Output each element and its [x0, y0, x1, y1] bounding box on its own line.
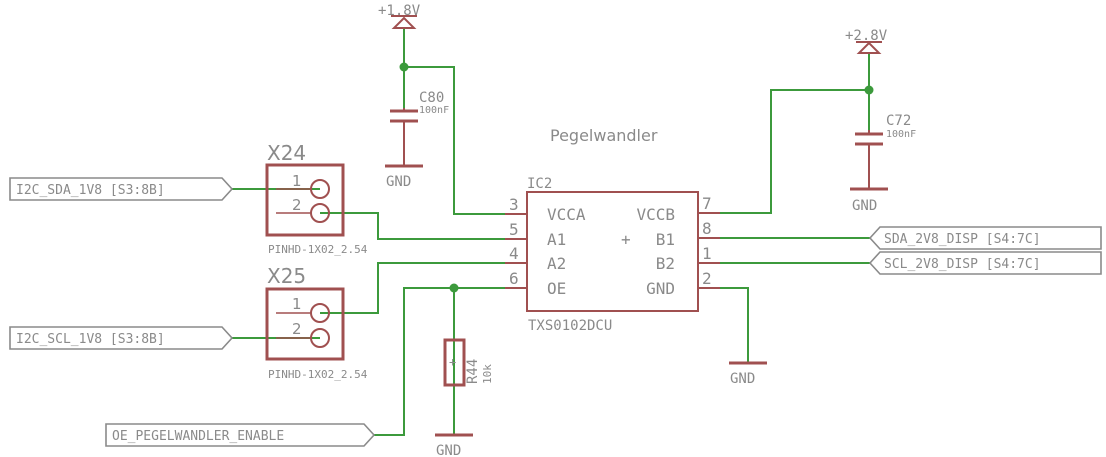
c80-value: 100nF: [419, 105, 449, 116]
ic-pin-num-1: 1: [702, 244, 712, 263]
capacitor-c72: C72 100nF: [855, 113, 916, 189]
svg-text:SCL_2V8_DISP [S4:7C]: SCL_2V8_DISP [S4:7C]: [884, 257, 1041, 272]
net-label-sda-2v8: SDA_2V8_DISP [S4:7C]: [868, 226, 1102, 250]
header-x24: X24 1 2 PINHD-1X02_2.54: [265, 141, 368, 256]
x24-pin1: 1: [292, 172, 302, 190]
gnd-symbol-c80: GND: [385, 164, 423, 190]
gnd-label-ic: GND: [730, 371, 755, 387]
svg-text:I2C_SDA_1V8 [S3:8B]: I2C_SDA_1V8 [S3:8B]: [16, 183, 165, 198]
svg-text:+: +: [449, 355, 456, 369]
header-x25: X25 1 2 PINHD-1X02_2.54: [265, 264, 368, 381]
sheet-title: Pegelwandler: [550, 126, 658, 145]
x24-pin2: 2: [292, 196, 302, 214]
ic-pin-label-a2: A2: [547, 254, 566, 273]
capacitor-c80: C80 100nF: [390, 90, 449, 165]
ic-txs0102: IC2 TXS0102DCU + 3 5 4 6 VCCA A1 A2 OE 7…: [505, 176, 720, 334]
wire-ic-gnd: [698, 287, 749, 362]
gnd-symbol-ic: GND: [729, 361, 767, 387]
ic-pin-label-oe: OE: [547, 279, 566, 298]
ic-pin-label-vccb: VCCB: [636, 205, 675, 224]
resistor-r44: + R44 10k: [443, 338, 494, 387]
ic-ref: IC2: [527, 176, 552, 192]
ic-pin-num-5: 5: [509, 220, 519, 239]
junction-v18: [399, 62, 409, 72]
x24-name: X24: [267, 141, 306, 165]
svg-text:OE_PEGELWANDLER_ENABLE: OE_PEGELWANDLER_ENABLE: [112, 429, 284, 444]
net-label-oe: OE_PEGELWANDLER_ENABLE: [105, 423, 376, 447]
r44-name: R44: [465, 359, 481, 384]
wire-vcca: [403, 28, 527, 215]
ic-pin-label-b1: B1: [656, 230, 675, 249]
ic-pin-num-2: 2: [702, 269, 712, 288]
x25-name: X25: [267, 264, 306, 288]
supply-2v8: +2.8V: [845, 28, 888, 54]
supply-1v8-label: +1.8V: [378, 3, 421, 19]
supply-1v8: +1.8V: [378, 3, 421, 29]
wire-x24-a1: [320, 212, 527, 240]
ic-pin-num-7: 7: [702, 194, 712, 213]
gnd-label-c72: GND: [852, 198, 877, 214]
net-label-scl-2v8: SCL_2V8_DISP [S4:7C]: [868, 251, 1102, 275]
junction-oe: [449, 283, 459, 293]
ic-pin-num-6: 6: [509, 269, 519, 288]
net-label-scl-1v8: I2C_SCL_1V8 [S3:8B]: [9, 326, 234, 350]
ic-pin-label-gnd: GND: [646, 279, 675, 298]
c72-value: 100nF: [886, 129, 916, 140]
c80-name: C80: [419, 90, 444, 106]
x25-pin1: 1: [292, 295, 302, 313]
junction-v28: [864, 85, 874, 95]
ic-pin-label-b2: B2: [656, 254, 675, 273]
svg-text:SDA_2V8_DISP [S4:7C]: SDA_2V8_DISP [S4:7C]: [884, 232, 1041, 247]
r44-value: 10k: [481, 364, 494, 384]
gnd-label-c80: GND: [386, 174, 411, 190]
x24-package: PINHD-1X02_2.54: [268, 243, 368, 256]
wire-x25-a2: [320, 262, 527, 314]
x25-package: PINHD-1X02_2.54: [268, 368, 368, 381]
supply-2v8-label: +2.8V: [845, 28, 888, 44]
wire-oe: [374, 287, 527, 436]
x25-pin2: 2: [292, 320, 302, 338]
ic-plus: +: [621, 230, 631, 249]
gnd-symbol-c72: GND: [850, 187, 888, 214]
ic-pin-num-4: 4: [509, 244, 519, 263]
svg-text:I2C_SCL_1V8 [S3:8B]: I2C_SCL_1V8 [S3:8B]: [16, 332, 165, 347]
net-label-sda-1v8: I2C_SDA_1V8 [S3:8B]: [9, 177, 234, 201]
ic-part: TXS0102DCU: [528, 318, 612, 334]
ic-pin-label-vcca: VCCA: [547, 205, 586, 224]
gnd-symbol-r44: GND: [435, 433, 473, 457]
ic-pin-num-3: 3: [509, 195, 519, 214]
gnd-label-r44: GND: [436, 443, 461, 457]
c72-name: C72: [886, 113, 911, 129]
ic-pin-num-8: 8: [702, 219, 712, 238]
wire-vccb: [698, 89, 869, 214]
ic-pin-label-a1: A1: [547, 230, 566, 249]
